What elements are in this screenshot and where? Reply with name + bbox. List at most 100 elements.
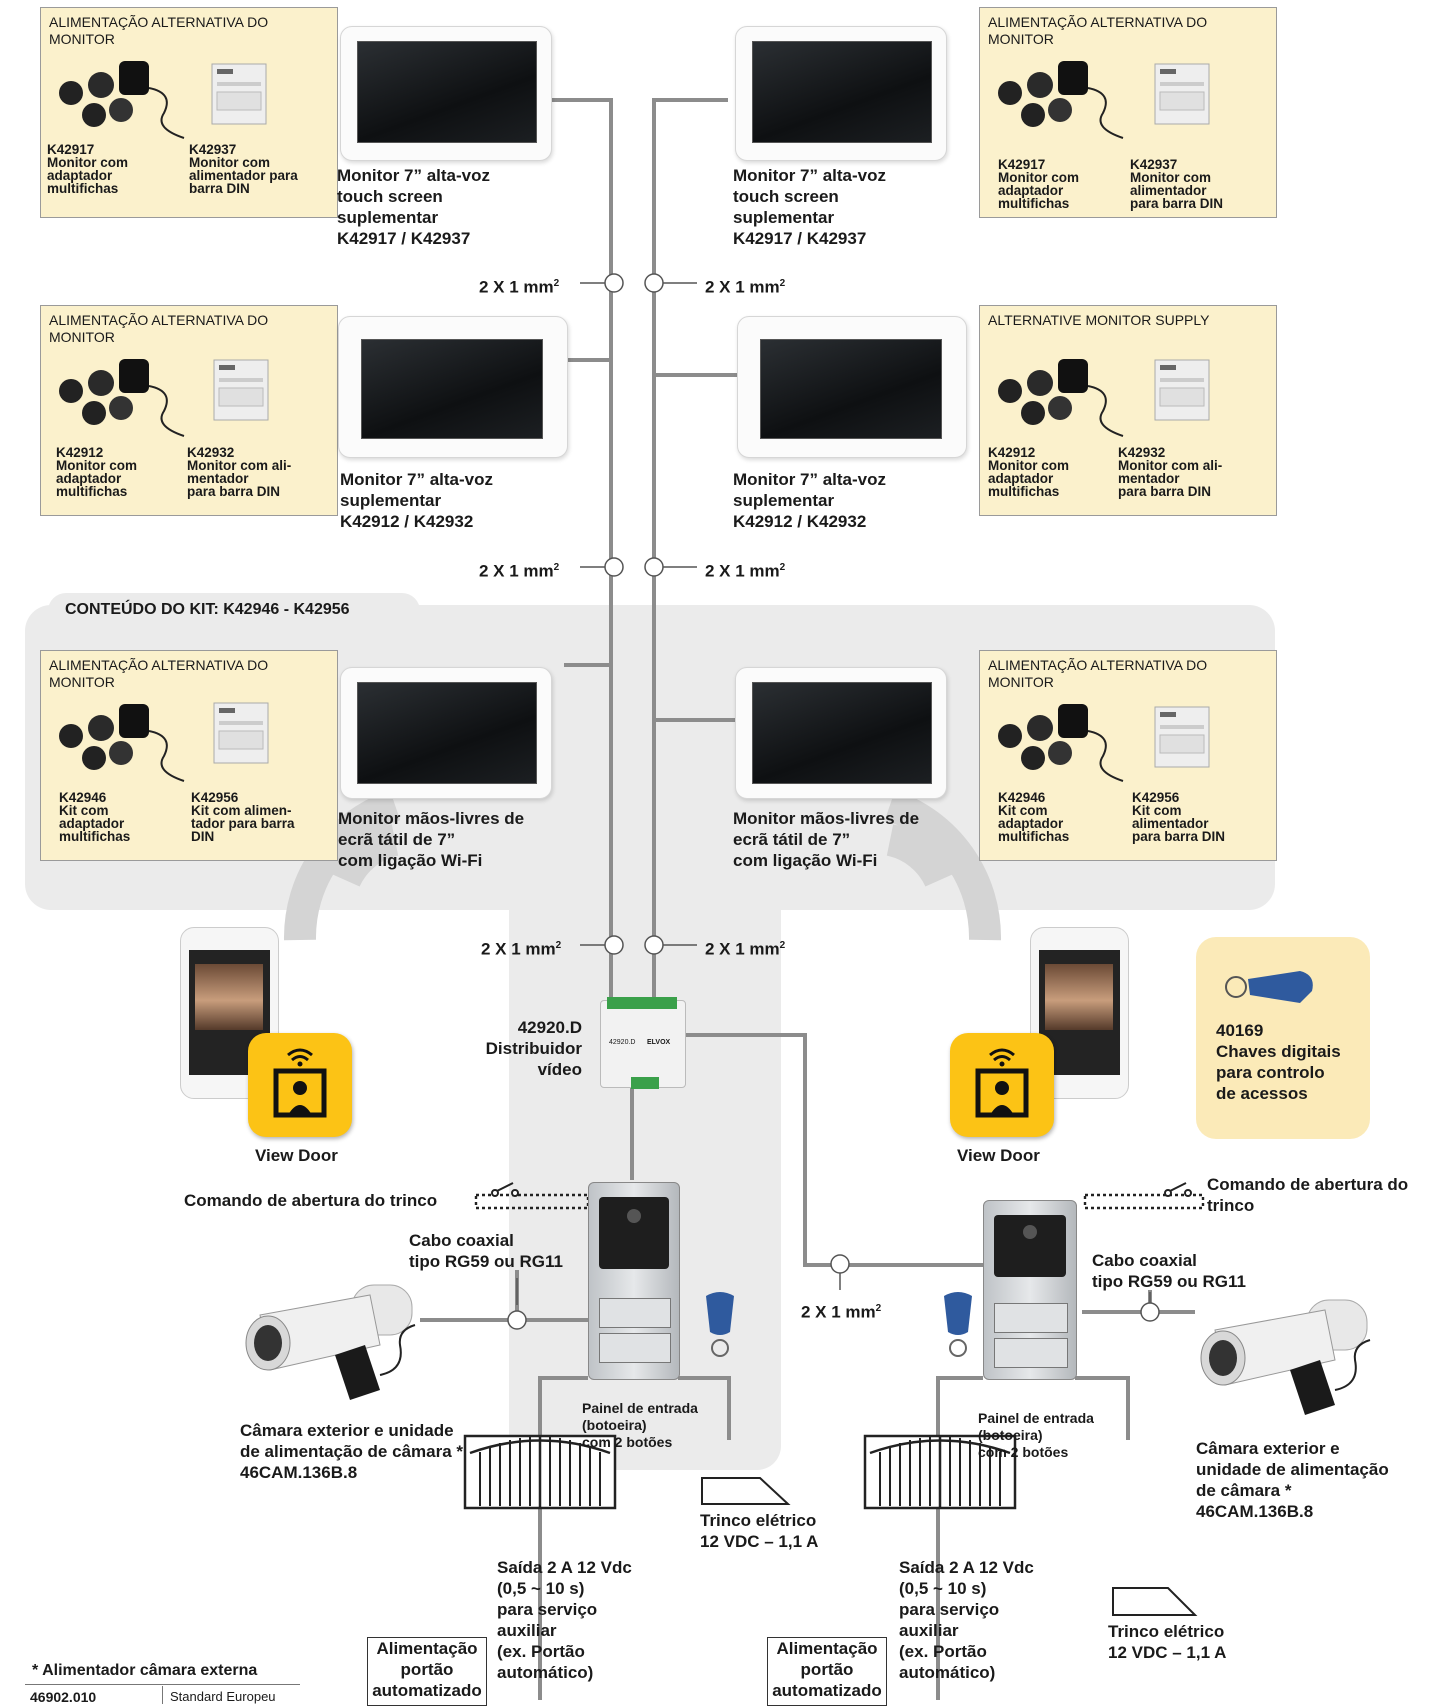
footnote-desc: Standard Europeu: [170, 1689, 276, 1704]
panel-label-left: Painel de entrada(botoeira)com 2 botões: [582, 1400, 698, 1450]
camera-lens: [1023, 1225, 1037, 1239]
supply-title: ALTERNATIVE MONITOR SUPPLY: [988, 312, 1210, 328]
cable-marker-lines: [507, 273, 1160, 1330]
lock-command-wires: [474, 1193, 1205, 1210]
key-fob-icon: [944, 1292, 972, 1357]
din-supply-icon: [211, 63, 267, 125]
wifi-waves-right: [884, 789, 1002, 941]
gate-icon-left: [463, 1434, 617, 1510]
video-distributor-device: ELVOX 42920.D: [600, 997, 686, 1089]
din-supply-icon: [1154, 706, 1210, 768]
lock-icon-right: [1112, 1587, 1198, 1616]
phone-screen: [1039, 950, 1120, 1075]
monitor-row2-left: [338, 316, 568, 458]
lock-icon-left: [701, 1477, 791, 1505]
cable-label: 2 X 1 mm2: [479, 277, 560, 297]
call-button-1[interactable]: [994, 1303, 1068, 1333]
cable-label: 2 X 1 mm2: [481, 939, 562, 959]
monitor-row1-right: [735, 26, 947, 161]
plug-adapter-icon: [59, 704, 185, 782]
din-supply-icon: [213, 702, 269, 764]
app-label-right: View Door: [957, 1146, 1040, 1165]
bullet-camera-left: [245, 1284, 416, 1400]
monitor-screen: [760, 339, 942, 439]
cable-label: 2 X 1 mm2: [801, 1302, 882, 1322]
smartphone-right: [1030, 927, 1129, 1099]
kit-title: CONTEÚDO DO KIT: K42946 - K42956: [65, 601, 350, 618]
plug-adapter-icon: [998, 61, 1124, 139]
footnote-title: * Alimentador câmara externa: [32, 1662, 258, 1679]
entrance-panel-right: [983, 1200, 1077, 1380]
monitor-row3-right: [735, 667, 947, 799]
distributor-terminals-bottom: [631, 1077, 659, 1089]
aux-output-label-left: Saída 2 A 12 Vdc(0,5 ~ 10 s)para serviço…: [497, 1558, 632, 1682]
din-supply-icon: [1154, 359, 1210, 421]
cable-label: 2 X 1 mm2: [705, 277, 786, 297]
monitor-row1-left: [340, 26, 552, 161]
plug-adapter-icon: [998, 359, 1124, 437]
key-fob-icon: [1225, 971, 1313, 1003]
call-button-2[interactable]: [994, 1338, 1068, 1368]
aux-output-label-right: Saída 2 A 12 Vdc(0,5 ~ 10 s)para serviço…: [899, 1558, 1034, 1682]
switch-icon-left: [491, 1182, 519, 1197]
din-supply-icon: [1154, 63, 1210, 125]
gate-icon-right: [863, 1434, 1017, 1510]
panel-camera-module: [599, 1197, 669, 1269]
plug-adapter-icon: [59, 359, 185, 437]
monitor-screen: [752, 682, 932, 784]
switch-icon-right: [1164, 1182, 1192, 1197]
cable-label: 2 X 1 mm2: [479, 561, 560, 581]
distributor-terminals-top: [607, 997, 677, 1009]
call-button-1[interactable]: [599, 1298, 671, 1328]
distributor-brand: ELVOX: [647, 1039, 671, 1046]
monitor-screen: [357, 41, 537, 143]
view-door-app-icon[interactable]: [950, 1033, 1054, 1137]
monitor-screen: [361, 339, 543, 439]
view-door-app-icon[interactable]: [248, 1033, 352, 1137]
digital-keys-card: [1196, 937, 1370, 1139]
entrance-panel-left: [588, 1182, 680, 1380]
caller-face: [195, 964, 263, 1030]
footnote-divider: [162, 1686, 163, 1704]
monitor-row3-left: [340, 667, 552, 799]
app-label-left: View Door: [255, 1146, 338, 1165]
bullet-camera-right: [1200, 1299, 1371, 1415]
plug-adapter-icon: [59, 61, 185, 139]
lock-command-label-left: Comando de abertura do trinco: [184, 1191, 438, 1210]
distributor-model: 42920.D: [609, 1039, 636, 1046]
key-fob-icon: [706, 1292, 734, 1357]
call-button-2[interactable]: [599, 1333, 671, 1363]
